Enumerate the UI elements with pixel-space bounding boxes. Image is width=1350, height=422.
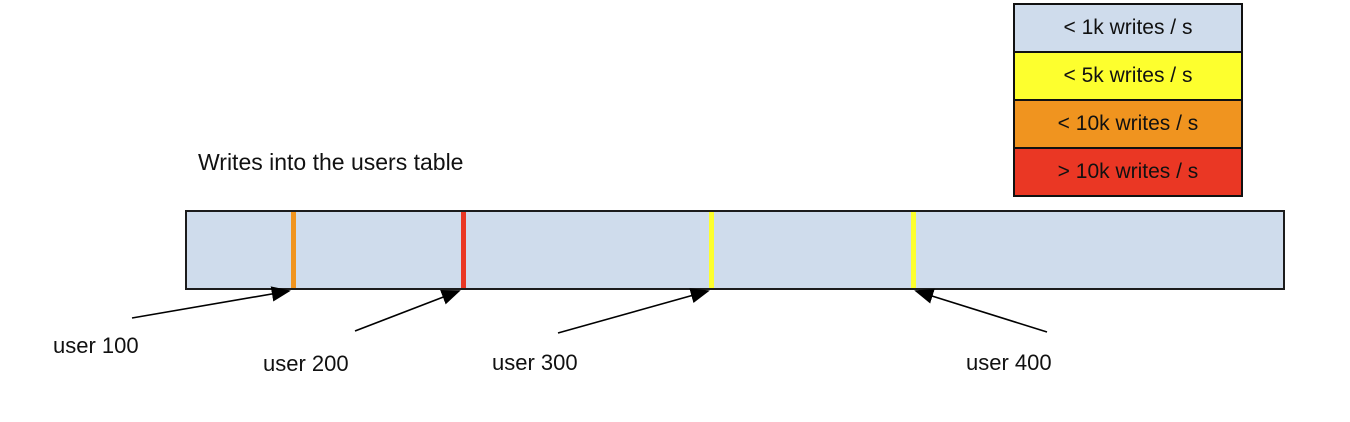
legend-item-1: < 5k writes / s [1015, 51, 1241, 99]
user-label-3: user 400 [966, 350, 1052, 375]
legend-item-0: < 1k writes / s [1015, 5, 1241, 51]
marker-user-200 [460, 212, 466, 288]
marker-user-300 [708, 212, 714, 288]
user-label-0: user 100 [53, 333, 139, 358]
marker-user-400 [910, 212, 916, 288]
marker-user-100 [290, 212, 296, 288]
legend-item-3: > 10k writes / s [1015, 147, 1241, 195]
legend-item-2: < 10k writes / s [1015, 99, 1241, 147]
user-label-2: user 300 [492, 350, 578, 375]
user-label-1: user 200 [263, 351, 349, 376]
users-table-bar [185, 210, 1285, 290]
arrow-user-100 [131, 286, 291, 319]
arrow-user-200 [354, 290, 461, 332]
arrow-user-300 [557, 288, 710, 334]
legend: < 1k writes / s< 5k writes / s< 10k writ… [1013, 3, 1243, 197]
diagram-title: Writes into the users table [198, 149, 464, 175]
arrow-user-400 [914, 288, 1048, 333]
